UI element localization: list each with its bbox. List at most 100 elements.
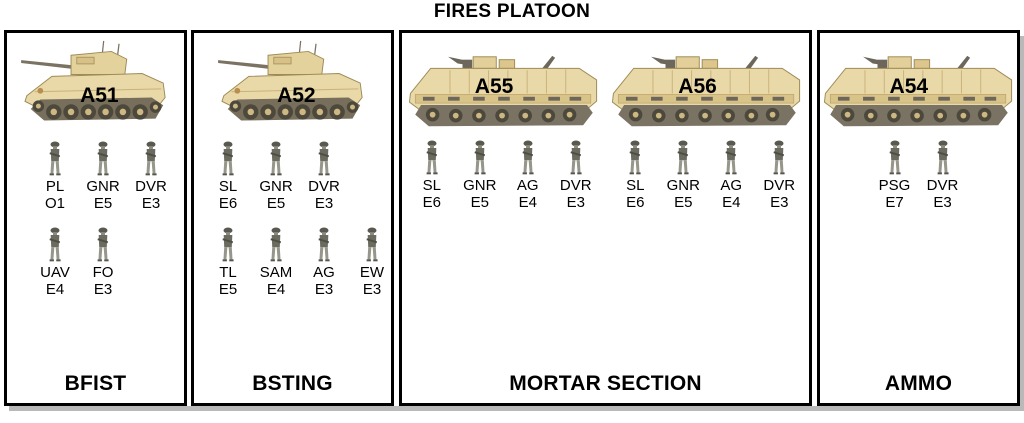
soldier-grade: E3 [141,195,161,212]
soldier-gnr: GNR E5 [659,139,707,211]
soldier-role: UAV [40,264,70,281]
panel-mortar-section: A55 SL E6 GNR E5 [399,30,812,406]
soldier-sl: SL E6 [204,140,252,212]
soldier-role: AG [313,264,335,281]
soldier-row: UAV E4 FO E3 [31,226,127,298]
soldier-role: PL [45,178,65,195]
soldier-role: PSG [878,177,911,194]
drop-shadow-right [1020,36,1024,411]
vehicle-callsign: A56 [678,75,717,98]
soldier-icon [219,140,237,177]
soldier-icon [626,139,644,176]
soldier-grade: E5 [674,194,693,211]
soldier-role: GNR [666,177,700,194]
soldier-role: SL [626,177,645,194]
soldier-grade: E3 [314,281,334,298]
soldier-icon [315,140,333,177]
soldier-grade: E4 [722,194,741,211]
soldier-role: DVR [559,177,592,194]
page-title: FIRES PLATOON [433,1,591,22]
panel-bsting: A52 SL E6 GNR E5 DVR [191,30,394,406]
panel-title-mortar-section: MORTAR SECTION [509,372,702,395]
soldier-grade: E3 [314,195,334,212]
soldier-grade: E3 [566,194,585,211]
soldier-row: SL E6 GNR E5 AG E4 [408,139,600,211]
panel-title-bsting: BSTING [252,372,333,395]
soldier-dvr: DVR E3 [300,140,348,212]
panel-ammo: A54 PSG E7 DVR E3 AMMO [817,30,1020,406]
soldier-dvr: DVR E3 [127,140,175,212]
soldier-dvr: DVR E3 [755,139,803,211]
soldier-icon [519,139,537,176]
soldier-icon [770,139,788,176]
soldier-gnr: GNR E5 [79,140,127,212]
soldier-icon [94,140,112,177]
soldier-grade: E5 [266,195,286,212]
vehicle-a56: A56 [610,51,804,133]
soldier-icon [722,139,740,176]
soldier-icon [315,226,333,263]
soldier-row: SL E6 GNR E5 DVR E3 [204,140,348,212]
soldier-grade: E3 [93,281,113,298]
soldier-sl: SL E6 [408,139,456,211]
vehicle-a52: A52 [215,38,371,134]
vehicle-callsign: A55 [474,75,514,98]
soldier-grade: E3 [933,194,952,211]
soldier-role: SAM [259,264,293,281]
soldier-sl: SL E6 [611,139,659,211]
mortar-squad-a55: A55 SL E6 GNR E5 [402,33,606,211]
panels-container: A51 PL O1 GNR E5 DVR [4,30,1020,406]
soldier-uav: UAV E4 [31,226,79,298]
soldier-grade: E4 [518,194,537,211]
soldier-grade: E4 [266,281,286,298]
soldier-icon [934,139,952,176]
soldier-grade: E6 [626,194,645,211]
ammo-squad: A54 PSG E7 DVR E3 [822,33,1016,211]
soldier-icon [267,140,285,177]
soldier-row: TL E5 SAM E4 AG E3 EW [204,226,396,298]
soldier-psg: PSG E7 [871,139,919,211]
soldier-icon [363,226,381,263]
soldier-icon [46,226,64,263]
soldier-grade: E3 [770,194,789,211]
vehicle-callsign: A52 [277,84,316,107]
soldier-gnr: GNR E5 [456,139,504,211]
mortar-squad-a56: A56 SL E6 GNR E5 [606,33,810,211]
soldier-icon [94,226,112,263]
soldier-icon [471,139,489,176]
soldier-ag: AG E4 [504,139,552,211]
soldier-role: SL [422,177,441,194]
bfist-squad: A51 PL O1 GNR E5 DVR [16,33,175,298]
vehicle-callsign: A54 [889,75,929,98]
soldier-ag: AG E3 [300,226,348,298]
soldier-grade: E4 [45,281,65,298]
mortar-squads: A55 SL E6 GNR E5 [402,33,809,211]
soldier-icon [674,139,692,176]
soldier-role: GNR [463,177,497,194]
soldier-role: DVR [763,177,796,194]
soldier-fo: FO E3 [79,226,127,298]
soldier-dvr: DVR E3 [552,139,600,211]
soldier-icon [46,140,64,177]
soldier-icon [423,139,441,176]
soldier-role: GNR [259,178,293,195]
vehicle-a54: A54 [822,51,1016,133]
soldier-gnr: GNR E5 [252,140,300,212]
soldier-role: GNR [86,178,120,195]
soldier-dvr: DVR E3 [919,139,967,211]
panel-title-ammo: AMMO [884,372,953,395]
drop-shadow-bottom [9,406,1024,411]
soldier-icon [142,140,160,177]
soldier-row: PSG E7 DVR E3 [871,139,967,211]
soldier-grade: E5 [218,281,238,298]
soldier-grade: O1 [44,195,65,212]
soldier-role: DVR [135,178,167,195]
soldier-tl: TL E5 [204,226,252,298]
soldier-grade: E5 [93,195,113,212]
soldier-row: SL E6 GNR E5 AG E4 [611,139,803,211]
soldier-role: TL [219,264,237,281]
soldier-role: SL [218,178,238,195]
soldier-role: AG [516,177,539,194]
soldier-role: DVR [926,177,959,194]
